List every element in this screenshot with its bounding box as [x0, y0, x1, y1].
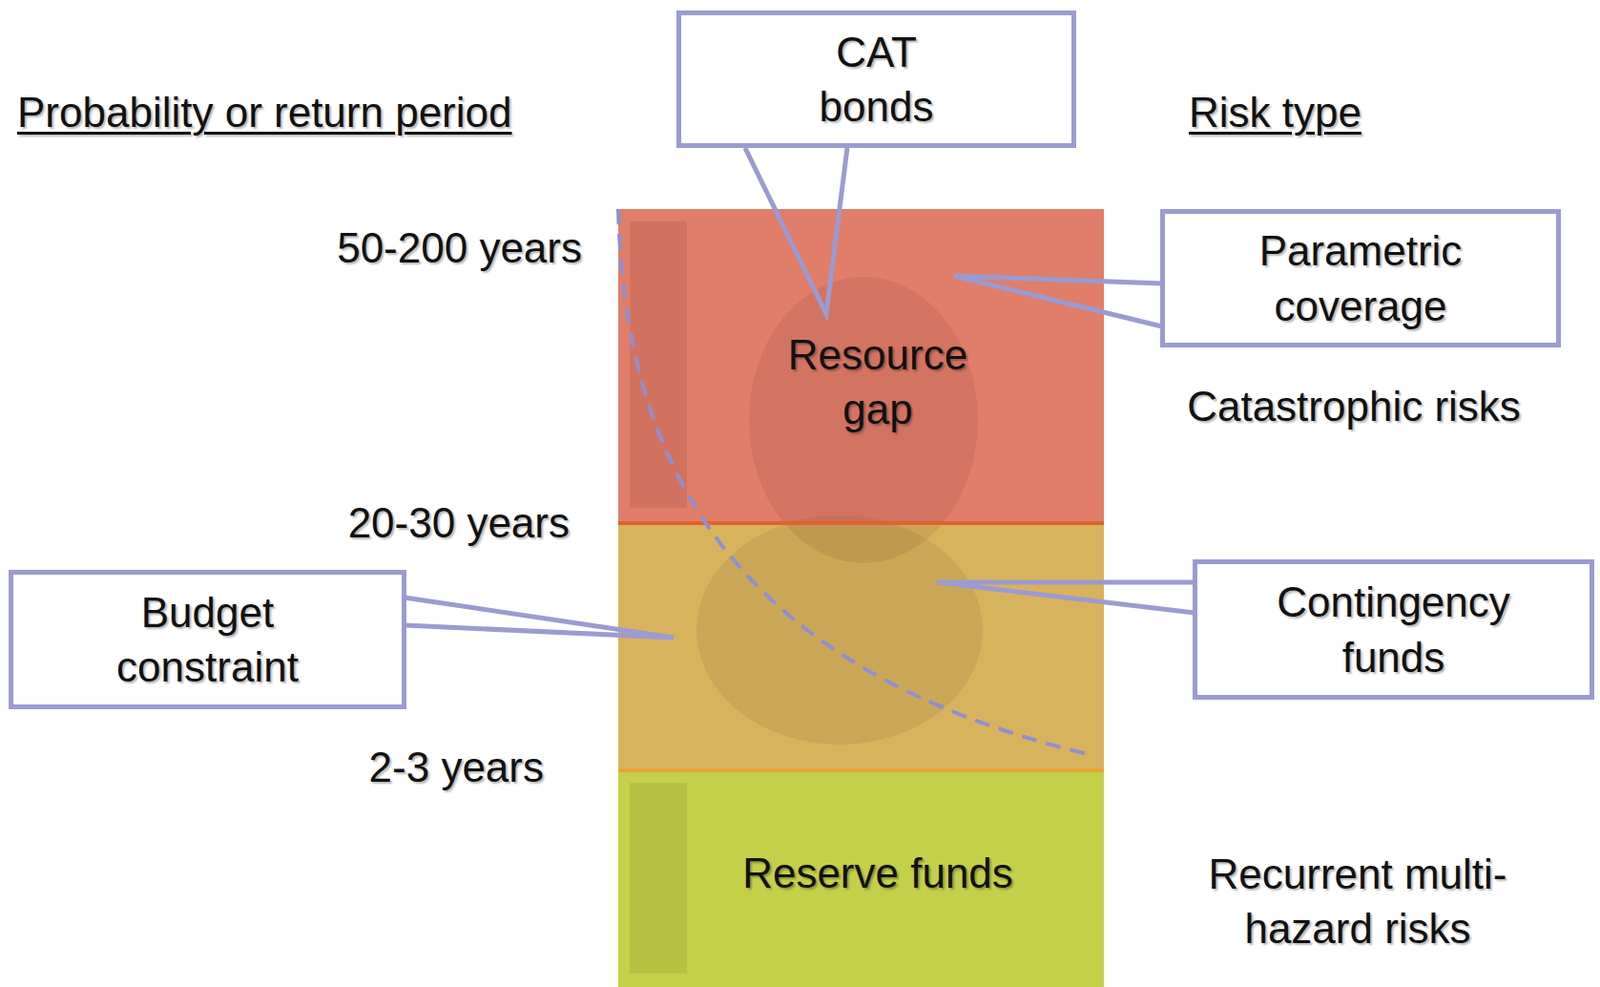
- box-text: Budget constraint: [83, 584, 333, 694]
- green-band: [618, 769, 1104, 987]
- text-block: Resource gap: [768, 327, 988, 437]
- text-block: Budget constraint: [83, 584, 333, 694]
- band-boundary: [618, 520, 1104, 525]
- risk-band: Reserve funds: [618, 769, 1104, 987]
- callout-box: Parametric coverage: [1160, 208, 1561, 348]
- callout-pointer: [745, 147, 848, 314]
- callout-pointer: [404, 597, 674, 638]
- text-block: Reserve funds: [742, 845, 1014, 900]
- box-text: Parametric coverage: [1236, 223, 1485, 333]
- band-boundary: [618, 768, 1104, 772]
- callout-pointer: [936, 581, 1195, 613]
- callout-pointer: [954, 275, 1163, 327]
- callout-box: Budget constraint: [8, 569, 407, 709]
- text-block: CAT bonds: [781, 24, 973, 134]
- box-text: Contingency funds: [1269, 574, 1518, 684]
- risk-type: Recurrent multi-hazard risks: [1176, 846, 1539, 956]
- column-heading: Probability or return period: [17, 84, 512, 140]
- column-heading: Risk type: [1188, 84, 1362, 140]
- return-period: 20-30 years: [348, 495, 570, 550]
- risk-band: Resource gap: [618, 208, 1104, 523]
- return-period: 50-200 years: [336, 220, 582, 275]
- box-text: CAT bonds: [781, 24, 973, 134]
- text-block: Parametric coverage: [1236, 223, 1485, 333]
- box-text: Resource gap: [768, 327, 988, 437]
- text-block: Contingency funds: [1269, 574, 1518, 684]
- bill-texture: [629, 782, 687, 974]
- callout-box: CAT bonds: [676, 10, 1077, 148]
- risk-type: Catastrophic risks: [1186, 378, 1521, 434]
- box-text: Reserve funds: [742, 845, 1014, 900]
- return-period: 2-3 years: [369, 739, 544, 794]
- callout-box: Contingency funds: [1192, 559, 1595, 700]
- bill-portrait: [696, 515, 983, 745]
